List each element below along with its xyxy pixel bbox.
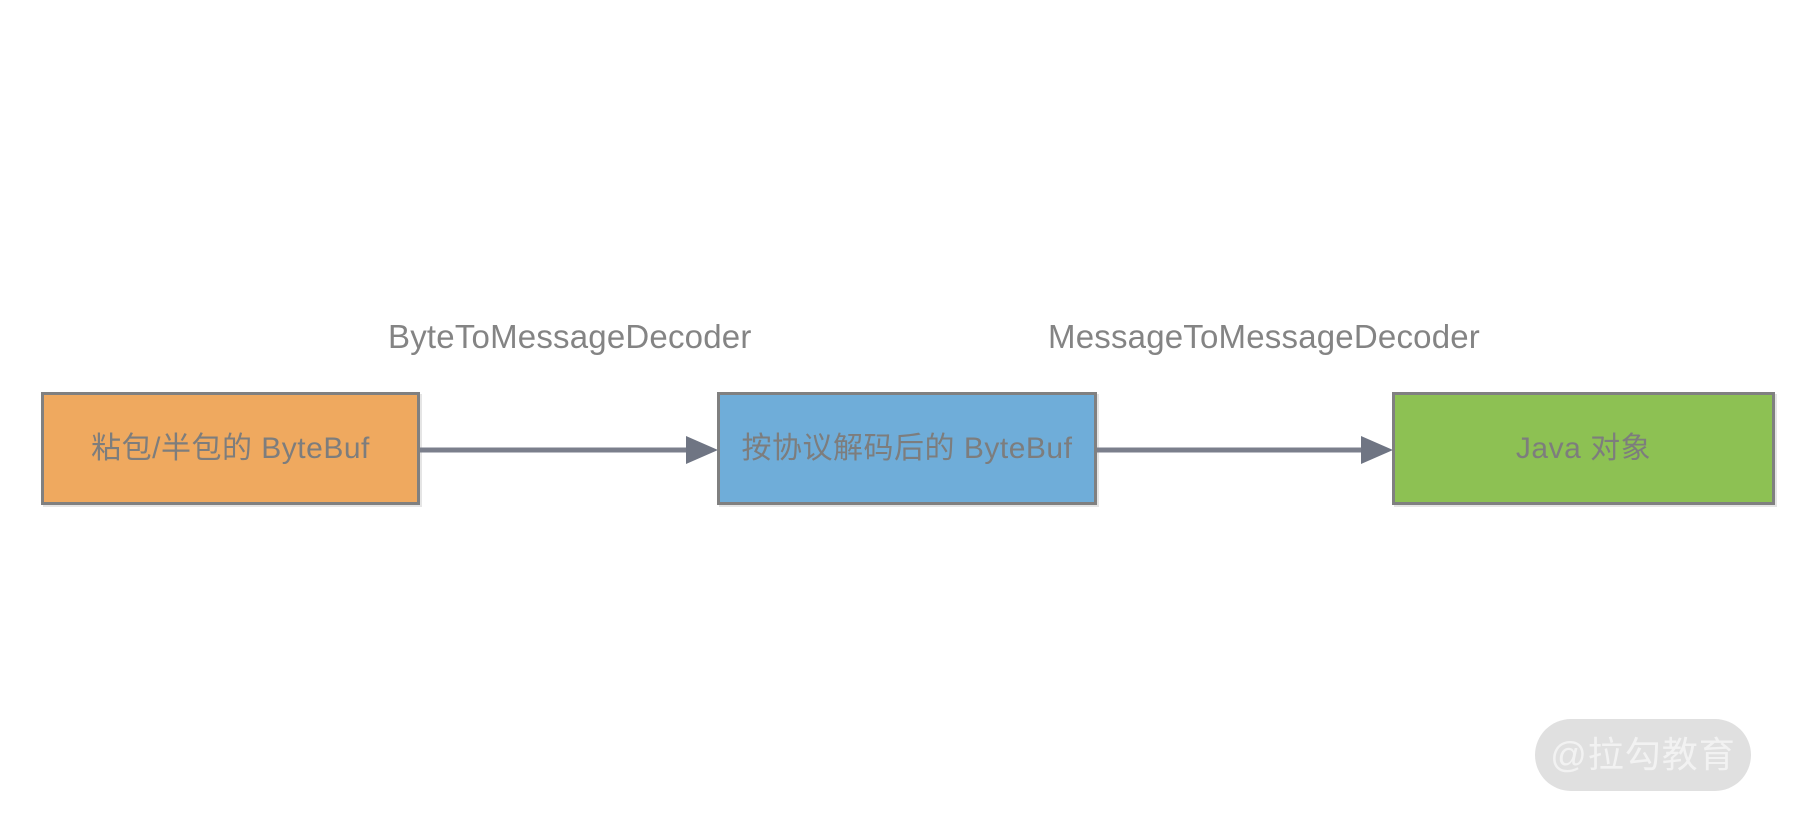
watermark-badge: @拉勾教育 [1535,719,1751,791]
node-bytebuf-decoded: 按协议解码后的 ByteBuf [717,392,1097,505]
arrow-right-icon-edge-1 [420,436,718,464]
watermark-text: @拉勾教育 [1550,734,1736,775]
node-java-object: Java 对象 [1392,392,1775,505]
edge-label-byte-to-message-decoder: ByteToMessageDecoder [388,318,752,355]
node-java-object-label: Java 对象 [1515,431,1652,465]
edge-label-message-to-message-decoder: MessageToMessageDecoder [1048,318,1480,355]
node-bytebuf-raw: 粘包/半包的 ByteBuf [41,392,420,505]
node-bytebuf-decoded-label: 按协议解码后的 ByteBuf [741,431,1073,465]
arrow-right-icon-edge-2 [1097,436,1393,464]
node-bytebuf-raw-label: 粘包/半包的 ByteBuf [91,431,370,465]
